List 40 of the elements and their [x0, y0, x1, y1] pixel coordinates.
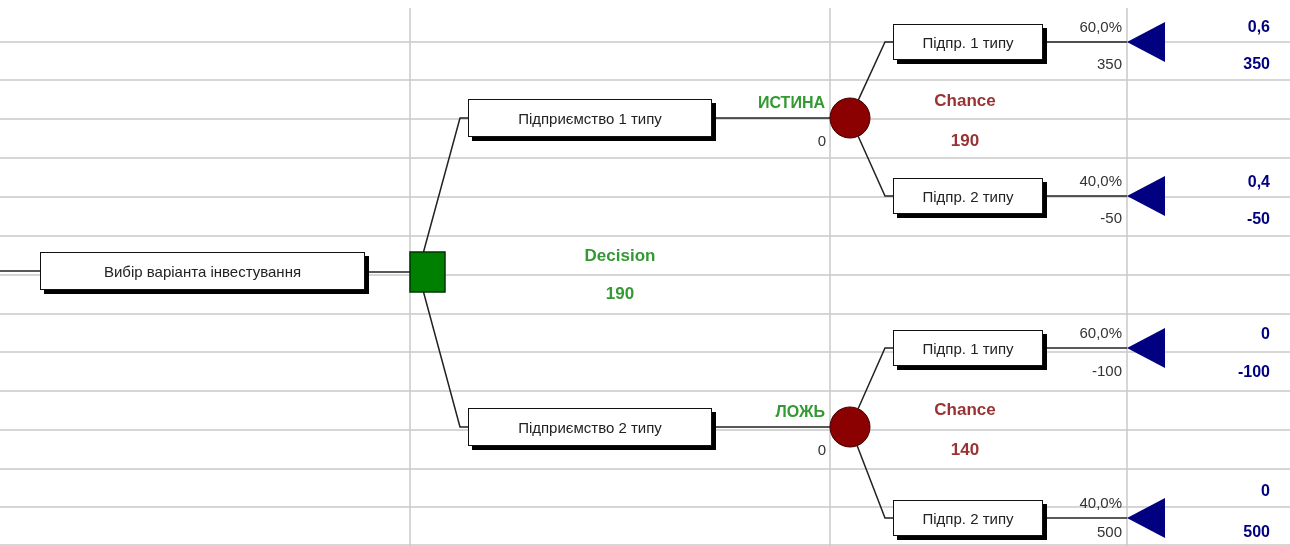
node-type-label: Chance — [933, 401, 997, 419]
branch-line — [0, 270, 41, 272]
probability-label: 60,0% — [1078, 324, 1122, 342]
payoff-value: 500 — [1242, 523, 1270, 541]
probability-label: 40,0% — [1078, 494, 1122, 512]
node-type-label: Chance — [933, 92, 997, 110]
branch-line — [856, 444, 894, 519]
branch-line — [422, 291, 469, 428]
payoff-value: -100 — [1236, 363, 1270, 381]
node-type-label: Decision — [583, 247, 657, 265]
branch-line — [422, 117, 469, 253]
branch-value: 0 — [816, 441, 826, 459]
branch-line — [857, 135, 894, 197]
payoff-value: 350 — [1242, 55, 1270, 73]
payoff-value: -50 — [1245, 210, 1270, 228]
branch-line — [857, 41, 894, 101]
expected-value: 190 — [604, 285, 636, 303]
expected-value: 140 — [949, 441, 981, 459]
branch-value: -50 — [1099, 209, 1122, 227]
expected-value: 190 — [949, 132, 981, 150]
end-node — [1127, 328, 1165, 368]
end-node — [1127, 176, 1165, 216]
branch-value: 0 — [816, 132, 826, 150]
probability-value: 0 — [1260, 482, 1270, 500]
probability-label: 40,0% — [1078, 172, 1122, 190]
chance-node — [829, 406, 871, 448]
branch-value: 500 — [1095, 523, 1122, 541]
branch-value: 350 — [1095, 55, 1122, 73]
branch-value: -100 — [1090, 362, 1122, 380]
probability-label: 60,0% — [1078, 18, 1122, 36]
probability-value: 0,6 — [1246, 18, 1270, 36]
branch-name: ЛОЖЬ — [774, 403, 825, 421]
probability-value: 0 — [1260, 325, 1270, 343]
probability-value: 0,4 — [1246, 173, 1270, 191]
chance-node — [829, 97, 871, 139]
branch-name: ИСТИНА — [756, 94, 825, 112]
decision-node — [409, 251, 446, 293]
branch-line — [857, 347, 894, 410]
end-node — [1127, 22, 1165, 62]
end-node — [1127, 498, 1165, 538]
